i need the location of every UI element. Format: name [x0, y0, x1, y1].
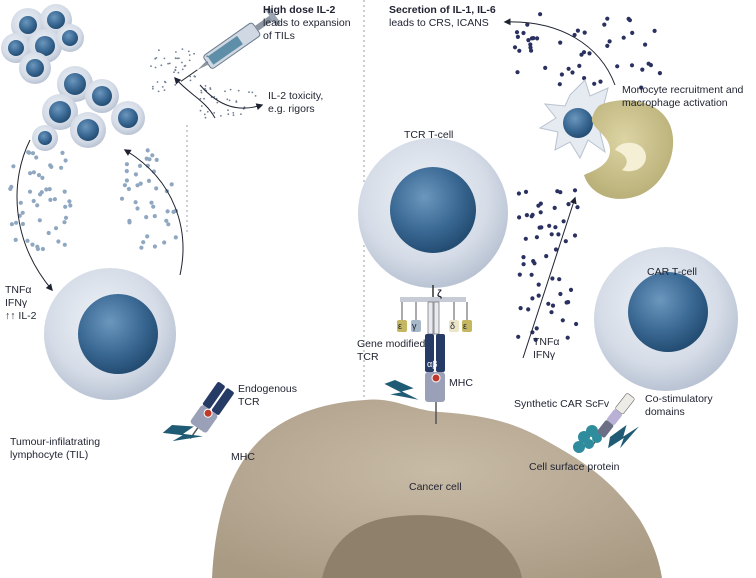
- lightning-icon-tcr: [384, 380, 419, 400]
- label-synthetic-car: Synthetic CAR ScFv: [514, 398, 610, 410]
- label-toxicity-line1: IL-2 toxicity,: [268, 90, 324, 102]
- label-toxicity-line2: e.g. rigors: [268, 103, 315, 115]
- secretion-dots: [512, 12, 663, 90]
- tcr-t-cell-nucleus: [390, 167, 476, 253]
- label-high-dose-line2: leads to expansion: [263, 17, 351, 29]
- label-ifn-left: IFNγ: [5, 297, 28, 309]
- label-til: Tumour-infilatrating lymphocyte (TIL): [10, 436, 100, 462]
- label-cd3-delta: δ: [450, 321, 456, 331]
- label-til-line2: lymphocyte (TIL): [10, 449, 89, 461]
- label-costim-line1: Co-stimulatory: [645, 393, 713, 405]
- label-cell-surface-protein: Cell surface protein: [529, 461, 620, 473]
- label-gene-modified-tcr: Gene modified TCR: [357, 338, 425, 364]
- label-monocyte-line1: Monocyte recruitment and: [622, 84, 744, 96]
- label-high-dose-line3: of TILs: [263, 30, 295, 42]
- cytokine-dots-left-up: [119, 148, 178, 250]
- label-secretion-title: Secretion of IL-1, IL-6: [389, 4, 496, 16]
- monocyte-nucleus: [563, 108, 593, 138]
- arrow-down-left: [16, 139, 53, 292]
- car-receptor: [591, 393, 635, 447]
- label-il2-left: ↑↑ IL-2: [5, 310, 37, 322]
- label-car-t-cell: CAR T-cell: [647, 266, 697, 278]
- label-mhc-left: MHC: [231, 451, 255, 463]
- cancer-cell: [212, 399, 662, 578]
- label-costim-line2: domains: [645, 406, 685, 418]
- label-alpha-beta: αβ: [427, 359, 438, 369]
- label-ifn-right: IFNγ: [533, 349, 556, 361]
- lightning-icon-car: [608, 425, 639, 449]
- label-right-cytokines: TNFα IFNγ: [533, 336, 559, 362]
- label-endogenous-line2: TCR: [238, 396, 260, 408]
- label-high-dose-title: High dose IL-2: [263, 4, 336, 16]
- arrow-to-expansion: [174, 76, 216, 119]
- label-costimulatory: Co-stimulatory domains: [645, 393, 713, 419]
- cell-surface-protein: [573, 425, 602, 453]
- label-tnf-left: TNFα: [5, 284, 32, 296]
- toxicity-dots: [199, 87, 257, 119]
- label-mhc-center: MHC: [449, 377, 473, 389]
- arrow-to-toxicity: [199, 84, 264, 111]
- label-monocyte-line2: macrophage activation: [622, 97, 728, 109]
- label-cd3-epsilon-left: ε: [398, 321, 403, 331]
- tcr-complex: [397, 285, 472, 424]
- label-endogenous-tcr: Endogenous TCR: [238, 383, 297, 409]
- label-high-dose-il2: High dose IL-2 leads to expansion of TIL…: [263, 4, 351, 43]
- cytokine-dots-left-down: [8, 150, 73, 252]
- label-monocyte: Monocyte recruitment and macrophage acti…: [622, 84, 743, 110]
- til-cluster: [1, 4, 145, 151]
- til-nucleus: [78, 294, 158, 374]
- label-tcr-t-cell: TCR T-cell: [404, 129, 454, 141]
- label-cancer-cell: Cancer cell: [409, 481, 462, 493]
- label-cd3-gamma: γ: [412, 321, 417, 331]
- lightning-icon-til: [162, 425, 204, 442]
- arrow-cytokines-up: [522, 196, 577, 359]
- label-cd3-epsilon-right: ε: [463, 321, 468, 331]
- label-il2-toxicity: IL-2 toxicity, e.g. rigors: [268, 90, 323, 116]
- label-gene-mod-line1: Gene modified: [357, 338, 426, 350]
- arrow-up-left: [123, 149, 184, 276]
- car-t-cell-nucleus: [628, 272, 708, 352]
- label-zeta: ζ: [437, 288, 442, 300]
- label-secretion-line2: leads to CRS, ICANS: [389, 17, 489, 29]
- label-tnf-right: TNFα: [533, 336, 560, 348]
- il2-dots-small: [150, 48, 209, 93]
- syringe-icon: [180, 7, 281, 82]
- label-gene-mod-line2: TCR: [357, 351, 379, 363]
- label-til-line1: Tumour-infilatrating: [10, 436, 101, 448]
- label-endogenous-line1: Endogenous: [238, 383, 297, 395]
- macrophage-vacuole: [615, 142, 646, 172]
- label-til-cytokines: TNFα IFNγ ↑↑ IL-2: [5, 284, 37, 323]
- cytokine-dots-right: [516, 188, 580, 342]
- arrow-secretion: [503, 18, 616, 86]
- cancer-cell-nucleus: [322, 515, 522, 578]
- label-secretion: Secretion of IL-1, IL-6 leads to CRS, IC…: [389, 4, 496, 30]
